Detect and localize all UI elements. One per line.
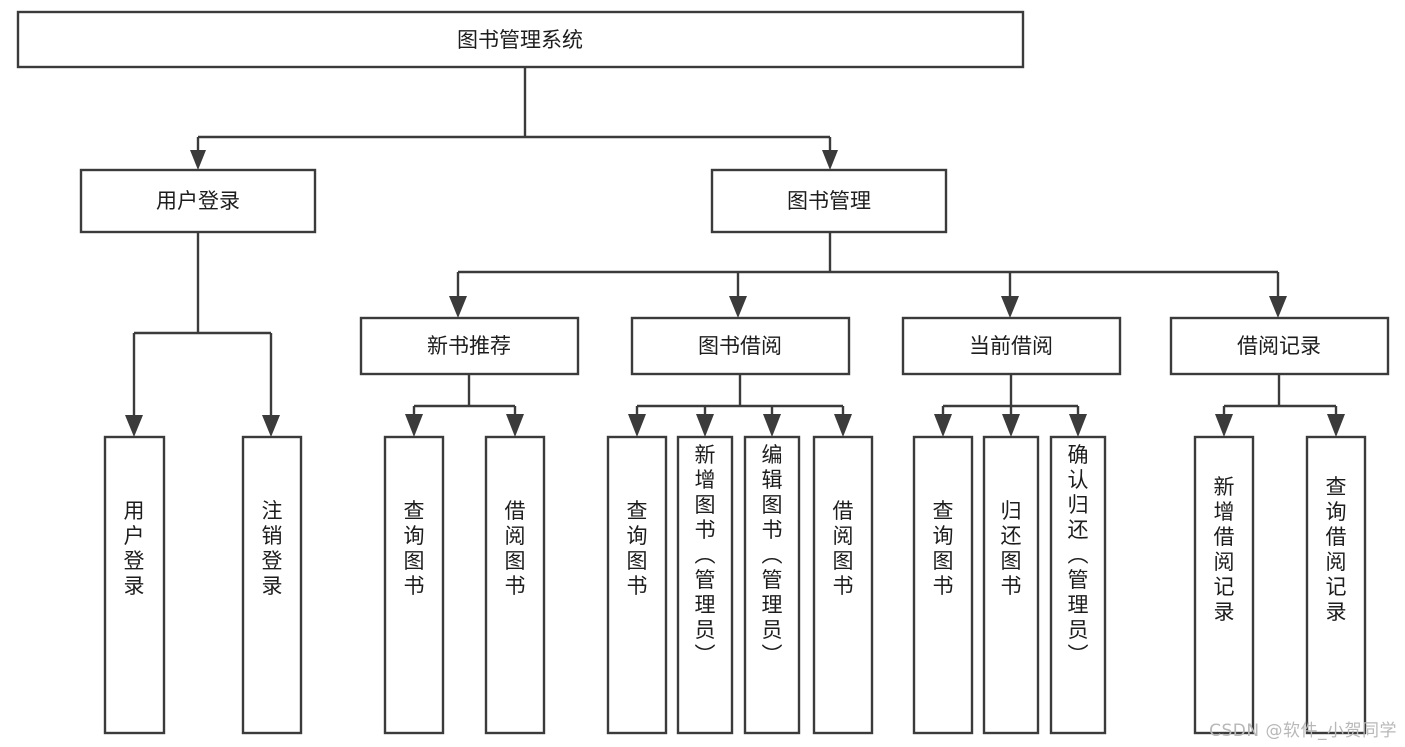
node-leaf-borrow-query[interactable]: 查询图书 [606,435,668,735]
arrow-current-to-leaf1 [934,414,952,437]
node-newbook-label: 新书推荐 [427,334,511,358]
node-newbook-box[interactable] [359,316,580,376]
node-newbook[interactable]: 新书推荐 [359,316,580,376]
node-leaf-newbook-borrow[interactable]: 借阅图书 [484,435,546,735]
arrow-bookmgmt-to-borrow [729,296,747,318]
node-login-label: 用户登录 [156,189,240,213]
node-leaf-newbook-borrow-label: 借阅图书 [505,499,526,598]
node-login[interactable]: 用户登录 [79,168,317,234]
node-leaf-borrow-edit-label: 编辑图书︵管理员︶ [762,443,783,667]
node-leaf-records-add[interactable]: 新增借阅记录 [1193,435,1255,735]
arrow-login-to-leaf1 [125,415,143,437]
arrow-records-to-leaf2 [1327,414,1345,437]
node-leaf-user-login[interactable]: 用户登录 [103,435,166,735]
node-records-label: 借阅记录 [1237,334,1321,358]
node-leaf-borrow-edit[interactable]: 编辑图书︵管理员︶ [743,435,801,735]
node-bookmgmt-label: 图书管理 [787,189,871,213]
node-leaf-current-confirm[interactable]: 确认归还︵管理员︶ [1049,435,1107,735]
node-leaf-records-query-box[interactable] [1305,435,1367,735]
node-leaf-newbook-query[interactable]: 查询图书 [383,435,445,735]
node-leaf-records-query-label: 查询借阅记录 [1326,475,1347,624]
arrow-newbook-to-leaf1 [405,414,423,437]
node-leaf-current-confirm-box[interactable] [1049,435,1107,735]
arrow-root-to-bookmgmt [822,150,838,170]
node-leaf-current-query[interactable]: 查询图书 [912,435,974,735]
node-leaf-current-return-label: 归还图书 [1001,499,1022,598]
node-root-label: 图书管理系统 [457,28,583,52]
node-leaf-current-query-label: 查询图书 [933,499,954,598]
node-leaf-current-query-box[interactable] [912,435,974,735]
arrow-bookmgmt-to-newbook [449,296,467,318]
arrow-borrow-to-leaf1 [628,414,646,437]
node-leaf-borrow-edit-box[interactable] [743,435,801,735]
arrow-records-to-leaf1 [1215,414,1233,437]
node-root-box[interactable] [16,10,1025,69]
arrow-borrow-to-leaf3 [763,414,781,437]
node-records-box[interactable] [1169,316,1390,376]
node-leaf-borrow-lend-label: 借阅图书 [833,499,854,598]
node-leaf-current-return[interactable]: 归还图书 [982,435,1040,735]
node-leaf-newbook-query-label: 查询图书 [404,499,425,598]
arrow-root-to-login [190,150,206,170]
node-leaf-user-logout[interactable]: 注销登录 [241,435,303,735]
node-records[interactable]: 借阅记录 [1169,316,1390,376]
node-borrow-box[interactable] [630,316,851,376]
arrow-newbook-to-leaf2 [506,414,524,437]
node-leaf-borrow-add[interactable]: 新增图书︵管理员︶ [676,435,734,735]
node-leaf-user-login-label: 用户登录 [124,499,145,598]
arrow-current-to-leaf3 [1069,414,1087,437]
node-leaf-borrow-add-label: 新增图书︵管理员︶ [695,443,716,667]
node-borrow-label: 图书借阅 [698,334,782,358]
node-leaf-user-logout-box[interactable] [241,435,303,735]
node-current[interactable]: 当前借阅 [901,316,1122,376]
arrow-bookmgmt-to-current [1001,296,1019,318]
node-leaf-borrow-add-box[interactable] [676,435,734,735]
node-bookmgmt[interactable]: 图书管理 [710,168,948,234]
leaf-layer: 用户登录 注销登录 查询图书 借阅图书 查询图书 新增图书︵管理员︶ [103,435,1367,735]
node-bookmgmt-box[interactable] [710,168,948,234]
node-leaf-current-confirm-label: 确认归还︵管理员︶ [1068,443,1089,667]
node-leaf-records-add-box[interactable] [1193,435,1255,735]
arrow-bookmgmt-to-records [1269,296,1287,318]
node-leaf-borrow-lend[interactable]: 借阅图书 [812,435,874,735]
node-leaf-borrow-query-box[interactable] [606,435,668,735]
arrow-borrow-to-leaf2 [696,414,714,437]
arrow-current-to-leaf2 [1002,414,1020,437]
arrow-login-to-leaf2 [262,415,280,437]
node-leaf-current-return-box[interactable] [982,435,1040,735]
node-leaf-borrow-lend-box[interactable] [812,435,874,735]
node-root[interactable]: 图书管理系统 [16,10,1025,69]
node-leaf-user-logout-label: 注销登录 [262,499,283,598]
node-login-box[interactable] [79,168,317,234]
node-leaf-user-login-box[interactable] [103,435,166,735]
node-current-box[interactable] [901,316,1122,376]
node-current-label: 当前借阅 [969,334,1053,358]
node-leaf-records-add-label: 新增借阅记录 [1214,475,1235,624]
node-leaf-borrow-query-label: 查询图书 [627,499,648,598]
node-borrow[interactable]: 图书借阅 [630,316,851,376]
arrow-borrow-to-leaf4 [834,414,852,437]
connector-layer [125,67,1345,437]
node-leaf-newbook-borrow-box[interactable] [484,435,546,735]
node-leaf-records-query[interactable]: 查询借阅记录 [1305,435,1367,735]
node-leaf-newbook-query-box[interactable] [383,435,445,735]
